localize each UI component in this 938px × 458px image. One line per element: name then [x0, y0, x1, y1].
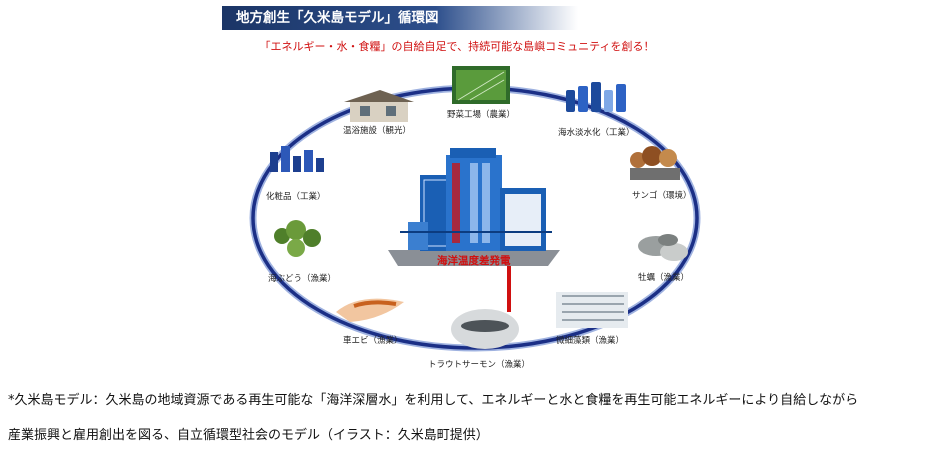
node-label-trout-salmon: トラウトサーモン（漁業） — [428, 360, 531, 370]
vegetable-factory-icon — [452, 66, 510, 104]
sea-grapes-icon — [274, 220, 321, 257]
coral-icon — [630, 146, 680, 180]
cosmetics-bottles-icon — [270, 146, 324, 172]
diagram-title: 地方創生「久米島モデル」循環図 — [222, 6, 578, 30]
node-label-microalgae: 微細藻類（漁業） — [556, 336, 625, 346]
kuruma-shrimp-icon — [336, 298, 404, 322]
node-label-vegetable-factory: 野菜工場（農業） — [447, 110, 516, 120]
node-label-desalination: 海水淡水化（工業） — [558, 128, 635, 138]
desalination-bottles-icon — [566, 82, 626, 112]
otec-plant-illustration — [388, 148, 560, 266]
footnote-line-1: *久米島モデル：久米島の地域資源である再生可能な「海洋深層水」を利用して、エネル… — [8, 393, 859, 408]
node-label-oyster: 牡蠣（漁業） — [638, 273, 690, 283]
footnote-line-2: 産業振興と雇用創出を図る、自立循環型社会のモデル（イラスト：久米島町提供） — [8, 428, 489, 443]
microalgae-tanks-icon — [556, 292, 628, 328]
oyster-icon — [638, 234, 688, 261]
diagram-subtitle: 「エネルギー・水・食糧」の自給自足で、持続可能な島嶼コミュニティを創る！ — [259, 40, 655, 53]
bathing-facility-icon — [344, 90, 414, 122]
center-label-otec: 海洋温度差発電 — [437, 255, 511, 267]
node-label-kuruma-shrimp: 車エビ（漁業） — [343, 336, 403, 346]
node-label-cosmetics: 化粧品（工業） — [266, 192, 326, 202]
node-label-coral: サンゴ（環境） — [632, 191, 692, 201]
node-label-sea-grapes: 海ぶどう（漁業） — [268, 274, 337, 284]
node-label-bathing-facility: 温浴施設（観光） — [343, 126, 412, 136]
trout-salmon-icon — [451, 309, 519, 349]
